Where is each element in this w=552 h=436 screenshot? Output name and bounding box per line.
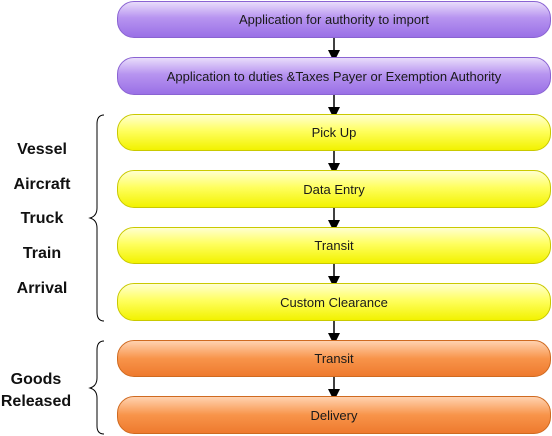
step-authority-import: Application for authority to import [117,1,551,38]
step-pick-up: Pick Up [117,114,551,151]
brace-arrival [88,114,105,322]
label-goods: Goods [10,371,62,388]
label-truck: Truck [20,210,64,227]
label-train: Train [22,245,62,262]
step-delivery: Delivery [117,396,551,434]
label-arrival: Arrival [16,280,68,297]
label-released: Released [0,393,72,410]
step-transit-1: Transit [117,227,551,264]
step-transit-2: Transit [117,340,551,377]
label-aircraft: Aircraft [13,176,71,193]
label-vessel: Vessel [17,141,67,158]
step-custom-clearance: Custom Clearance [117,283,551,321]
step-data-entry: Data Entry [117,170,551,208]
brace-release [88,340,105,435]
step-duties-taxes: Application to duties &Taxes Payer or Ex… [117,57,551,95]
